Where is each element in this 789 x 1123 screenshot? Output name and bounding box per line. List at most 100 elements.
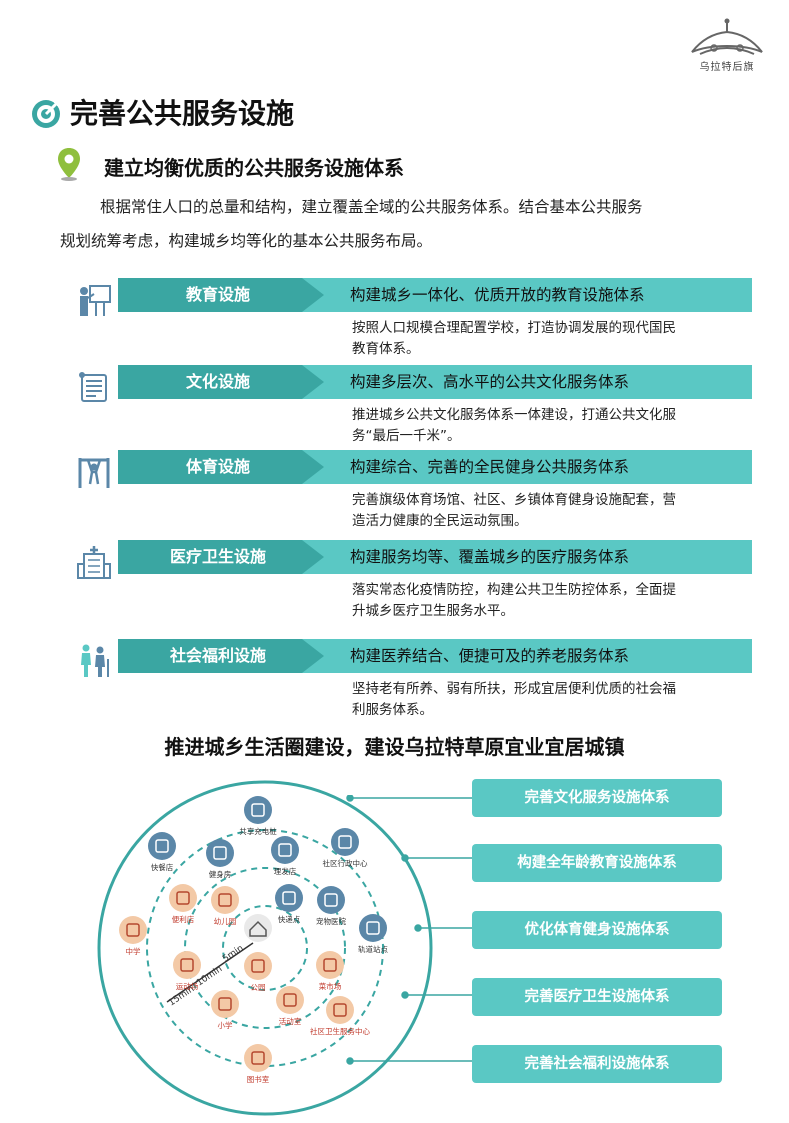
facility-row-welfare: 社会福利设施 构建医养结合、便捷可及的养老服务体系 坚持老有所养、弱有所扶，形成… bbox=[72, 637, 752, 727]
service-node-label: 便利店 bbox=[172, 914, 195, 924]
center-home-icon bbox=[244, 914, 272, 942]
facility-headline-bar: 构建服务均等、覆盖城乡的医疗服务体系 bbox=[302, 540, 752, 574]
service-node-icon bbox=[326, 996, 354, 1024]
service-node-label: 快餐店 bbox=[151, 862, 174, 872]
desc-line: 造活力健康的全民运动氛围。 bbox=[352, 513, 528, 529]
hospital-icon bbox=[77, 546, 111, 579]
service-glyph bbox=[155, 839, 169, 853]
facility-headline: 构建城乡一体化、优质开放的教育设施体系 bbox=[350, 286, 645, 304]
facility-label-text: 体育设施 bbox=[185, 457, 250, 476]
facility-desc: 推进城乡公共文化服务体系一体建设，打通公共文化服 务“最后一千米”。 bbox=[352, 405, 737, 447]
subsection-title: 建立均衡优质的公共服务设施体系 bbox=[104, 156, 404, 180]
facility-label-sports: 体育设施 bbox=[118, 450, 380, 484]
service-node-label: 健身房 bbox=[209, 869, 232, 879]
desc-line: 利服务体系。 bbox=[352, 702, 433, 718]
service-glyph bbox=[278, 843, 292, 857]
service-glyph bbox=[333, 1003, 347, 1017]
service-glyph bbox=[366, 921, 380, 935]
facility-desc: 完善旗级体育场馆、社区、乡镇体育健身设施配套，营 造活力健康的全民运动氛围。 bbox=[352, 490, 737, 532]
facility-label-text: 社会福利设施 bbox=[169, 646, 266, 665]
service-node-icon bbox=[244, 796, 272, 824]
facility-row-medical: 医疗卫生设施 构建服务均等、覆盖城乡的医疗服务体系 落实常态化疫情防控，构建公共… bbox=[72, 538, 752, 628]
facility-label-welfare: 社会福利设施 bbox=[118, 639, 380, 673]
service-node-label: 轨道站点 bbox=[358, 944, 388, 954]
service-node-icon bbox=[331, 828, 359, 856]
intro-line-1: 根据常住人口的总量和结构，建立覆盖全域的公共服务体系。结合基本公共服务 bbox=[100, 198, 643, 216]
facility-label-text: 医疗卫生设施 bbox=[169, 547, 266, 566]
teacher-icon bbox=[80, 285, 111, 316]
service-glyph bbox=[218, 997, 232, 1011]
service-node-label: 运动场 bbox=[176, 981, 199, 991]
facility-label-medical: 医疗卫生设施 bbox=[118, 540, 380, 574]
service-node-icon bbox=[244, 952, 272, 980]
service-node-icon bbox=[276, 986, 304, 1014]
service-glyph bbox=[323, 958, 337, 972]
service-node-icon bbox=[359, 914, 387, 942]
facility-row-culture: 文化设施 构建多层次、高水平的公共文化服务体系 推进城乡公共文化服务体系一体建设… bbox=[72, 363, 752, 453]
desc-line: 教育体系。 bbox=[352, 341, 420, 357]
ring-5min-label: 5min bbox=[221, 944, 245, 965]
system-pill-education: 构建全年龄教育设施体系 bbox=[472, 844, 722, 882]
facility-label-text: 教育设施 bbox=[185, 285, 250, 304]
desc-line: 升城乡医疗卫生服务水平。 bbox=[352, 603, 514, 619]
service-node-icon bbox=[169, 884, 197, 912]
service-node-label: 活动室 bbox=[279, 1016, 302, 1026]
scroll-document-icon bbox=[79, 372, 107, 402]
service-node-icon bbox=[244, 1044, 272, 1072]
service-node-icon bbox=[173, 951, 201, 979]
facility-desc: 按照人口规模合理配置学校，打造协调发展的现代国民 教育体系。 bbox=[352, 318, 737, 360]
service-glyph bbox=[180, 958, 194, 972]
service-node-label: 宠物医院 bbox=[316, 916, 346, 926]
service-node-icon bbox=[148, 832, 176, 860]
service-node-label: 社区卫生服务中心 bbox=[310, 1026, 370, 1036]
desc-line: 务“最后一千米”。 bbox=[352, 428, 461, 444]
intro-paragraph: 根据常住人口的总量和结构，建立覆盖全域的公共服务体系。结合基本公共服务 规划统筹… bbox=[60, 190, 750, 258]
facility-headline: 构建服务均等、覆盖城乡的医疗服务体系 bbox=[350, 548, 630, 566]
system-pill-sports: 优化体育健身设施体系 bbox=[472, 911, 722, 949]
service-node-label: 共享充电桩 bbox=[239, 826, 277, 836]
system-pill-medical: 完善医疗卫生设施体系 bbox=[472, 978, 722, 1016]
system-pill-welfare: 完善社会福利设施体系 bbox=[472, 1045, 722, 1083]
facility-headline: 构建医养结合、便捷可及的养老服务体系 bbox=[350, 647, 630, 665]
desc-line: 坚持老有所养、弱有所扶，形成宜居便利优质的社会福 bbox=[352, 681, 676, 697]
service-glyph bbox=[251, 959, 265, 973]
facility-label-education: 教育设施 bbox=[118, 278, 380, 312]
service-glyph bbox=[218, 893, 232, 907]
connector-lines bbox=[346, 795, 472, 1065]
service-glyph bbox=[176, 891, 190, 905]
service-node-icon bbox=[271, 836, 299, 864]
elderly-people-icon bbox=[81, 644, 109, 677]
service-glyph bbox=[338, 835, 352, 849]
service-node-label: 快递点 bbox=[278, 914, 301, 924]
system-pill-culture: 完善文化服务设施体系 bbox=[472, 779, 722, 817]
service-node-icon bbox=[275, 884, 303, 912]
service-node-icon bbox=[206, 839, 234, 867]
service-node-label: 幼儿园 bbox=[214, 916, 237, 926]
facility-desc: 坚持老有所养、弱有所扶，形成宜居便利优质的社会福 利服务体系。 bbox=[352, 679, 737, 721]
service-node-icon bbox=[211, 990, 239, 1018]
facility-headline: 构建综合、完善的全民健身公共服务体系 bbox=[350, 458, 630, 476]
facility-headline-bar: 构建综合、完善的全民健身公共服务体系 bbox=[302, 450, 752, 484]
facility-label-text: 文化设施 bbox=[185, 372, 250, 391]
service-glyph bbox=[282, 891, 296, 905]
life-circle-diagram: 5min 10min 15min 共享充电桩快餐店社区行政中心健身房理发店便利店… bbox=[97, 780, 433, 1116]
service-glyph bbox=[251, 1051, 265, 1065]
service-glyph bbox=[126, 923, 140, 937]
facility-row-sports: 体育设施 构建综合、完善的全民健身公共服务体系 完善旗级体育场馆、社区、乡镇体育… bbox=[72, 448, 752, 538]
service-node-label: 菜市场 bbox=[319, 981, 342, 991]
home-glyph bbox=[249, 920, 267, 937]
facility-headline-bar: 构建多层次、高水平的公共文化服务体系 bbox=[302, 365, 752, 399]
location-pin-icon bbox=[58, 148, 80, 181]
intro-line-2: 规划统筹考虑，构建城乡均等化的基本公共服务布局。 bbox=[60, 232, 433, 250]
service-node-label: 图书室 bbox=[247, 1074, 270, 1084]
service-node-icon bbox=[317, 886, 345, 914]
service-node-label: 小学 bbox=[218, 1020, 233, 1030]
service-node-label: 理发店 bbox=[274, 866, 297, 876]
service-glyph bbox=[324, 893, 338, 907]
pull-up-bar-icon bbox=[78, 458, 110, 488]
life-circle-title: 推进城乡生活圈建设，建设乌拉特草原宜业宜居城镇 bbox=[164, 735, 625, 759]
service-node-label: 中学 bbox=[126, 946, 141, 956]
section-title: 完善公共服务设施 bbox=[70, 97, 295, 130]
service-node-label: 公园 bbox=[251, 983, 266, 992]
logo-icon bbox=[691, 18, 763, 55]
